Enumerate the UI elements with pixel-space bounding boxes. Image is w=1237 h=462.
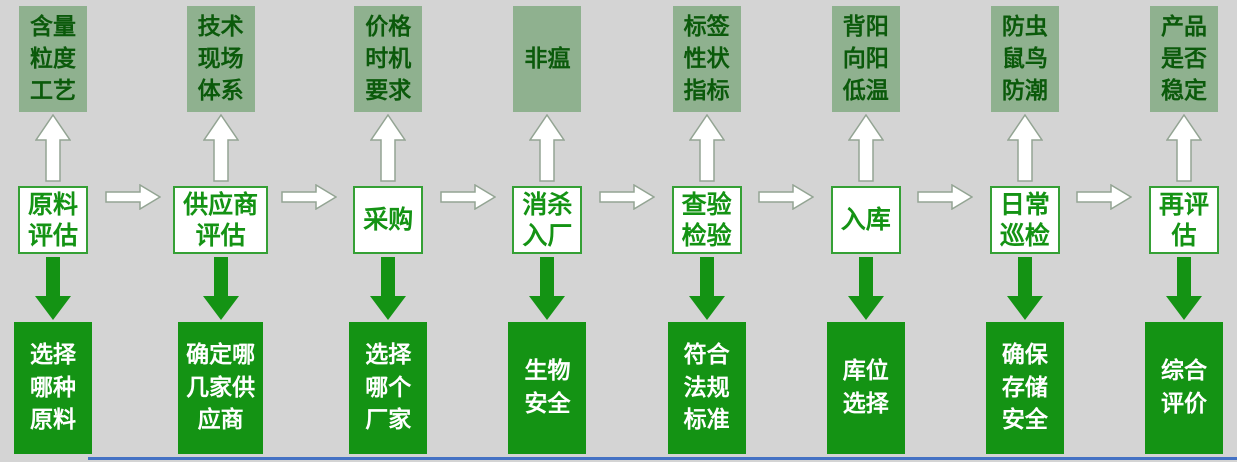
outcome-box: 库位 选择 [826, 322, 905, 454]
down-arrow-icon [847, 257, 884, 320]
process-step-box: 消杀 入厂 [512, 186, 583, 254]
outcome-box: 符合 法规 标准 [667, 322, 746, 454]
outcome-box: 生物 安全 [508, 322, 587, 454]
down-arrow-icon [688, 257, 725, 320]
right-arrow-icon [758, 184, 815, 210]
process-step-box: 日常 巡检 [989, 186, 1060, 254]
top-factor-box: 技术 现场 体系 [186, 6, 255, 112]
right-arrow-icon [104, 184, 161, 210]
outcome-box: 确定哪 几家供 应商 [178, 322, 264, 454]
up-arrow-icon [529, 114, 566, 182]
up-arrow-icon [370, 114, 407, 182]
process-step-box: 供应商 评估 [173, 186, 269, 254]
right-arrow-icon [440, 184, 496, 210]
top-factor-box: 含量 粒度 工艺 [19, 6, 87, 112]
outcome-box: 确保 存储 安全 [985, 322, 1064, 454]
down-arrow-icon [370, 257, 407, 320]
outcome-box: 选择 哪个 厂家 [349, 322, 428, 454]
top-factor-box: 防虫 鼠鸟 防潮 [990, 6, 1059, 112]
up-arrow-icon [35, 114, 71, 182]
process-step-box: 再评 估 [1148, 186, 1219, 254]
right-arrow-icon [280, 184, 337, 210]
right-arrow-icon [599, 184, 655, 210]
up-arrow-icon [1006, 114, 1043, 182]
up-arrow-icon [1166, 114, 1202, 182]
up-arrow-icon [847, 114, 884, 182]
up-arrow-icon [688, 114, 725, 182]
down-arrow-icon [529, 257, 566, 320]
top-factor-box: 产品 是否 稳定 [1150, 6, 1218, 112]
top-factor-box: 非瘟 [513, 6, 582, 112]
bottom-accent-line [88, 457, 1237, 460]
right-arrow-icon [1076, 184, 1133, 210]
down-arrow-icon [1166, 257, 1202, 320]
right-arrow-icon [917, 184, 974, 210]
outcome-box: 选择 哪种 原料 [14, 322, 92, 454]
down-arrow-icon [35, 257, 71, 320]
up-arrow-icon [202, 114, 239, 182]
top-factor-box: 背阳 向阳 低温 [831, 6, 900, 112]
down-arrow-icon [202, 257, 239, 320]
down-arrow-icon [1006, 257, 1043, 320]
process-step-box: 入库 [830, 186, 901, 254]
process-step-box: 采购 [353, 186, 424, 254]
top-factor-box: 价格 时机 要求 [354, 6, 423, 112]
process-step-box: 原料 评估 [17, 186, 88, 254]
top-factor-box: 标签 性状 指标 [672, 6, 741, 112]
process-step-box: 查验 检验 [671, 186, 742, 254]
outcome-box: 综合 评价 [1145, 322, 1223, 454]
